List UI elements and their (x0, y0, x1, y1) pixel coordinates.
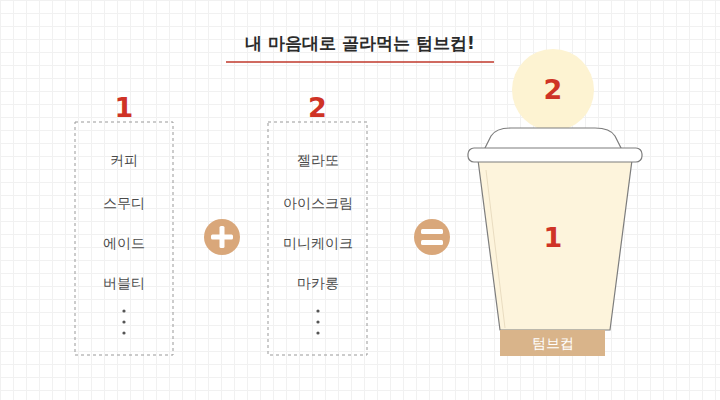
list-item: 에이드 (75, 233, 173, 253)
title: 내 마음대로 골라먹는 텀브컵! (0, 32, 720, 55)
dashed-box (268, 122, 367, 355)
base-band: 텀브컵 (500, 330, 605, 356)
scoop-label: 2 (512, 52, 594, 128)
list-item: 미니케이크 (268, 233, 367, 253)
list-item: 아이스크림 (268, 193, 367, 213)
cup-body (478, 160, 632, 330)
scoop-ball (512, 49, 594, 131)
equals-symbol (414, 219, 450, 255)
callout-number: 1 (75, 92, 173, 124)
list-item: 젤라또 (268, 150, 367, 170)
list-item: 스무디 (75, 193, 173, 213)
ellipsis-dots (122, 309, 319, 334)
callout-number: 2 (512, 74, 594, 106)
plus-symbol (204, 219, 240, 255)
title-underline (226, 61, 494, 63)
cup-lid (484, 128, 622, 150)
list-box: 1 커피스무디에이드버블티 (75, 90, 173, 355)
dashed-box (75, 122, 173, 355)
cup-shade (486, 170, 505, 328)
list-item: 커피 (75, 150, 173, 170)
list-item: 마카롱 (268, 273, 367, 293)
list-box: 2 젤라또아이스크림미니케이크마카롱 (268, 90, 367, 355)
list-item: 버블티 (75, 273, 173, 293)
cup-lid-rim (468, 148, 642, 162)
callout-number: 2 (268, 92, 367, 124)
callout-number: 1 (500, 222, 606, 254)
cup-body-label: 1 (500, 200, 606, 280)
band-label: 텀브컵 (500, 330, 605, 356)
